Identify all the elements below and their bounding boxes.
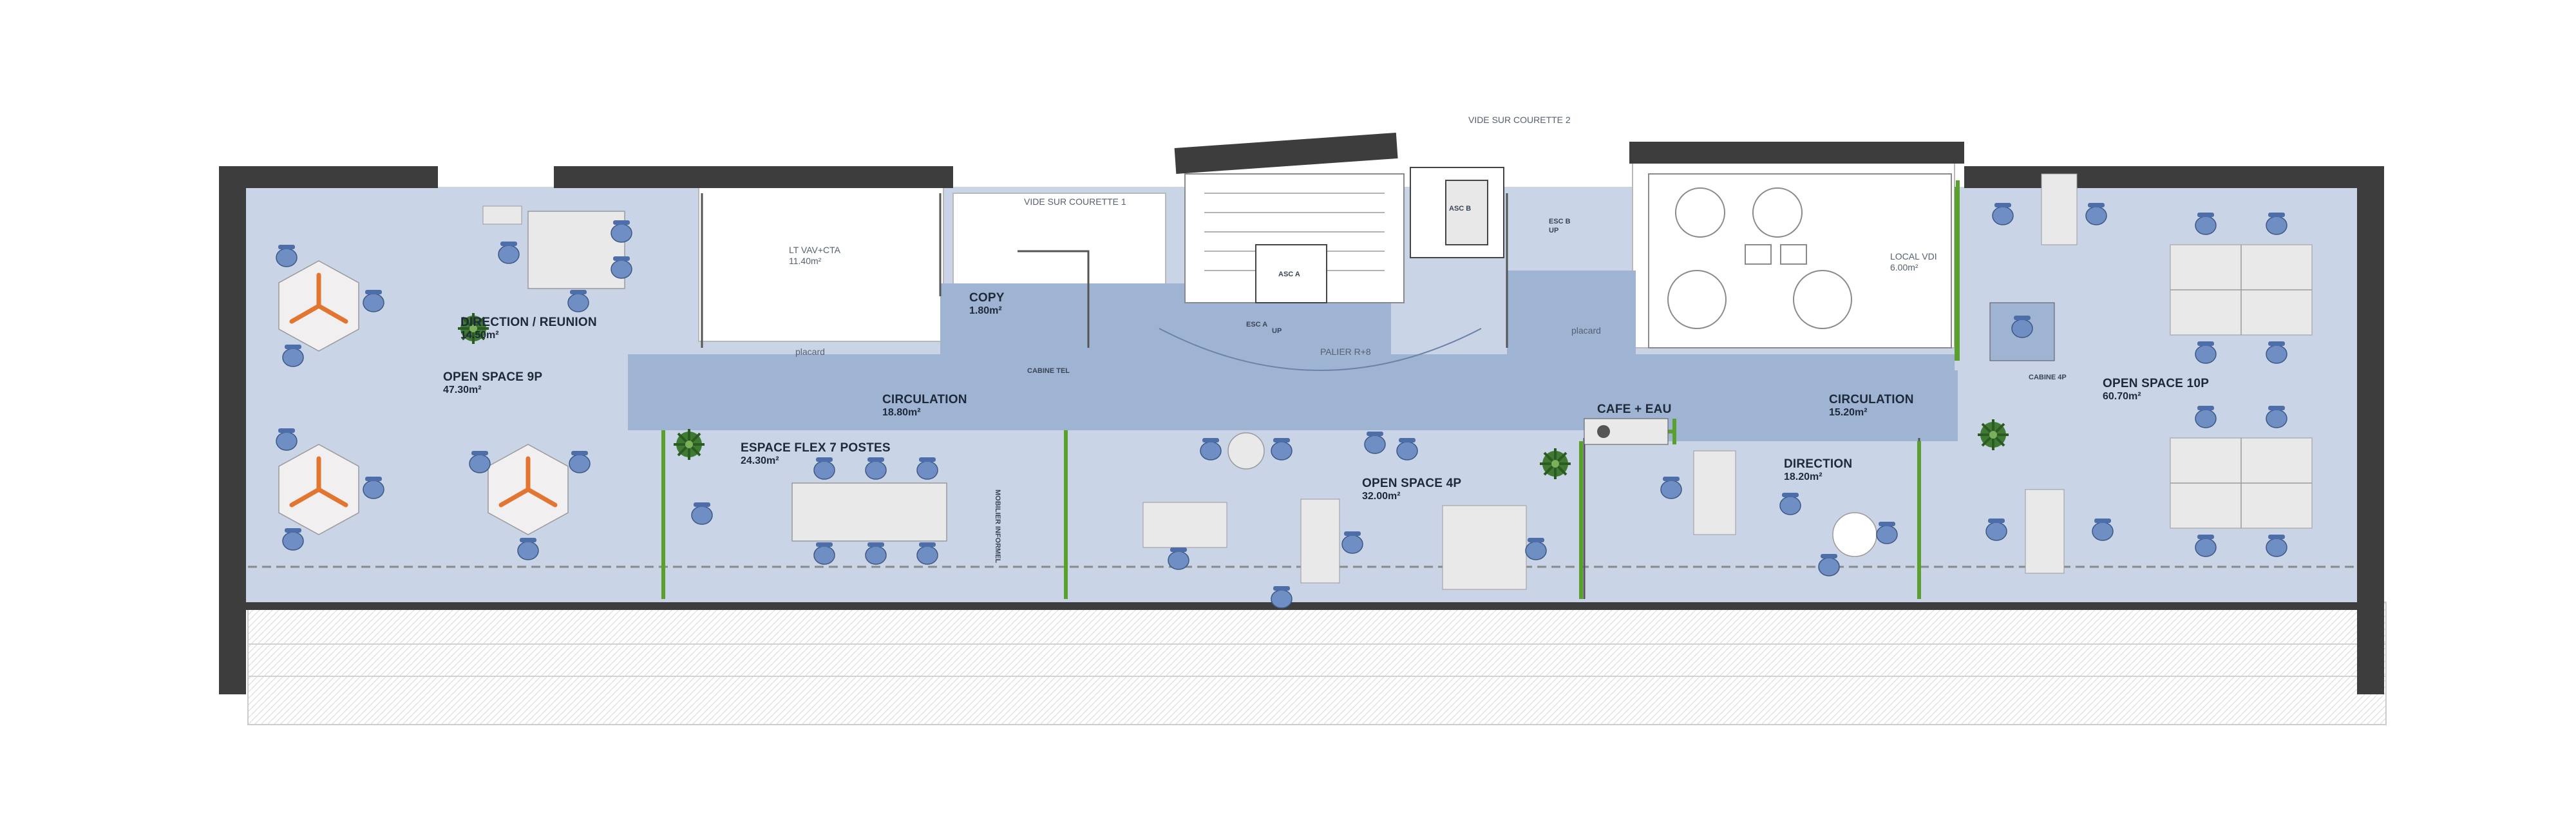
- label-palier: PALIER R+8: [1320, 347, 1371, 357]
- label-placard-1: placard: [795, 347, 825, 357]
- open-space-4p-furniture: [1142, 431, 1547, 609]
- label-cabine-tel: CABINE TEL: [1027, 367, 1070, 375]
- label-asc-b: ASC B: [1449, 205, 1472, 213]
- flex-table: [691, 457, 947, 565]
- meeting-table: [482, 205, 632, 312]
- label-esc-a: ESC A: [1246, 321, 1268, 328]
- open-space-10p-furniture: [1985, 173, 2313, 574]
- label-lt-vav-cta: LT VAV+CTA 11.40m²: [789, 245, 841, 266]
- facade-zone: [247, 602, 2387, 725]
- label-local-vdi: LOCAL VDI 6.00m²: [1890, 251, 1937, 272]
- label-esc-b: ESC B: [1549, 218, 1571, 225]
- label-cabine-4p: CABINE 4P: [2029, 374, 2067, 381]
- direction-furniture: [1660, 450, 1898, 576]
- label-vide-courette-2: VIDE SUR COURETTE 2: [1468, 115, 1571, 125]
- cafe-counter: [1584, 418, 1669, 445]
- sanitary-block: [1648, 173, 1952, 348]
- label-placard-2: placard: [1571, 325, 1601, 336]
- label-vide-courette-1: VIDE SUR COURETTE 1: [1024, 196, 1126, 207]
- exterior-walls: [219, 132, 2384, 694]
- label-mobilier-informel: MOBILIER INFORMEL: [994, 490, 1001, 564]
- room-label-cafe-eau: CAFE + EAU: [1597, 403, 1672, 416]
- label-asc-a: ASC A: [1278, 271, 1300, 278]
- label-up-1: UP: [1272, 327, 1282, 335]
- label-up-2: UP: [1549, 227, 1559, 234]
